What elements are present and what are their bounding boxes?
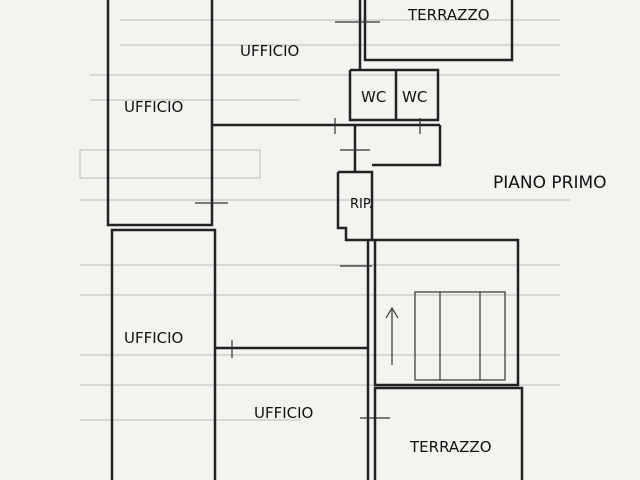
room-label-ufficio-top-left: UFFICIO: [124, 98, 183, 116]
faint-background-text-lines: [79, 19, 570, 421]
room-label-wc-left: WC: [361, 88, 386, 106]
room-label-wc-right: WC: [402, 88, 427, 106]
walls: [106, 0, 524, 480]
room-label-ufficio-bottom-middle: UFFICIO: [254, 404, 313, 422]
room-label-ufficio-top-middle: UFFICIO: [240, 42, 299, 60]
door-marks: [195, 21, 421, 419]
room-label-terrazzo-top: TERRAZZO: [407, 6, 490, 24]
room-label-terrazzo-bottom: TERRAZZO: [409, 438, 492, 456]
room-label-ufficio-bottom-left: UFFICIO: [124, 329, 183, 347]
floor-title: PIANO PRIMO: [493, 173, 607, 193]
room-label-ripostiglio: RIP.: [350, 197, 373, 212]
